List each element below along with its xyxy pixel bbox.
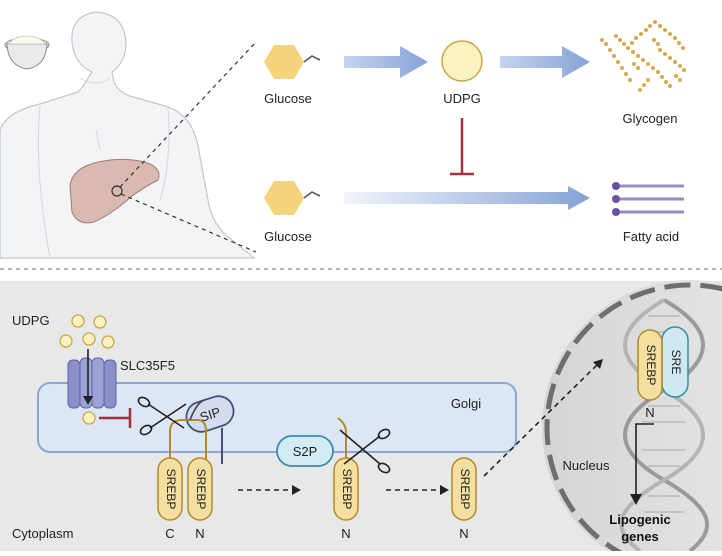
srebp-label-intermediate: SREBP [340,469,354,510]
udpg-molecules [59,314,115,349]
srebp-nuclear: SREBP N [637,329,663,420]
zoom-line-upper [119,41,257,188]
sugar-bowl-icon [4,35,50,70]
srebp-label-c: SREBP [164,469,178,510]
bottom-panel: Nucleus SRE SREBP N [0,280,722,556]
n-terminal-label-2: N [341,526,350,541]
udpg-inhibition-marker [450,118,474,176]
arrow-glucose-to-udpg [344,46,428,78]
glucose-icon-1 [264,45,321,79]
fatty-acid-icon [612,182,684,216]
udpg-import-arrow [83,349,93,405]
slc35f5-transporter [67,357,117,409]
dashed-arrow-1 [238,485,301,495]
c-terminal-label: C [165,526,174,541]
dashed-arrow-2 [386,485,449,495]
udpg-cleavage-inhibition [99,408,132,428]
golgi-label: Golgi [451,396,481,411]
glycogen-label: Glycogen [623,111,678,126]
srebp-intermediate: SREBP N [333,417,359,541]
n-terminal-nuclear: N [645,405,654,420]
glycogen-icon [600,20,686,92]
glucose-label-1: Glucose [264,91,312,106]
scissors-icon-2 [339,428,391,474]
arrow-to-lipogenic-genes [630,423,654,505]
nucleus-label: Nucleus [563,458,610,473]
zoom-line-lower [120,193,257,253]
s2p-label: S2P [293,444,318,459]
glucose-label-2: Glucose [264,229,312,244]
srebp-precursor: SREBP SREBP C N [157,399,213,541]
human-figure-icon [0,11,256,259]
top-panel: Glucose UDPG Glycogen [0,11,686,259]
udpg-label-bottom: UDPG [12,313,50,328]
udpg-label-top: UDPG [443,91,481,106]
cytoplasm-label: Cytoplasm [12,526,73,541]
liver-icon [69,158,160,224]
sre-element: SRE [661,326,689,398]
fatty-acid-label: Fatty acid [623,229,679,244]
srebp-label-nuclear: SREBP [644,345,658,386]
n-terminal-label-1: N [195,526,204,541]
glucose-icon-2 [264,181,321,215]
udpg-icon [441,40,483,82]
sre-label: SRE [669,350,683,375]
lipogenic-label-2: genes [621,529,659,544]
srebp-label-mature: SREBP [458,469,472,510]
slc35f5-label: SLC35F5 [120,358,175,373]
lipogenic-label-1: Lipogenic [609,512,670,527]
dashed-arrow-to-nucleus [483,359,603,477]
arrow-glucose-to-fatty-acid [344,186,590,210]
s2p-protein: S2P [276,435,334,467]
srebp-label-n: SREBP [194,469,208,510]
scissors-icon-1 [137,396,187,436]
n-terminal-label-3: N [459,526,468,541]
sip-label: SIP [198,404,223,425]
udpg-golgi-molecule [82,411,96,425]
arrow-udpg-to-glycogen [500,46,590,78]
srebp-mature: SREBP N [451,457,477,541]
